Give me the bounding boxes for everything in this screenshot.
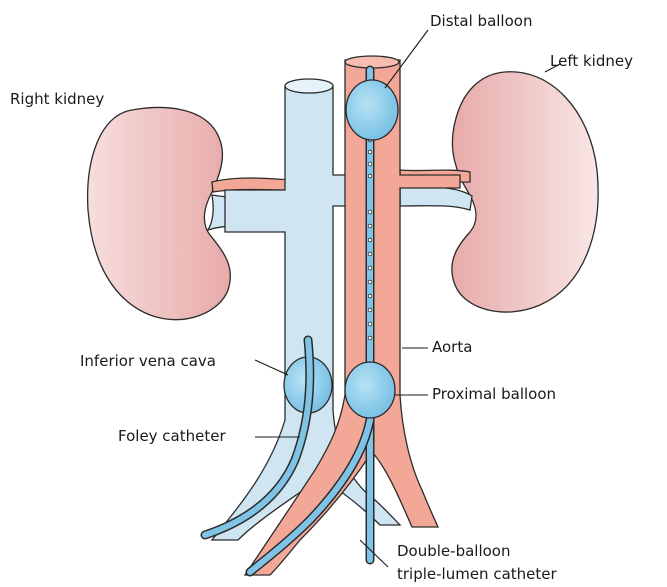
label-aorta: Aorta <box>432 338 472 356</box>
vena-cava-top-opening <box>285 79 333 93</box>
right-kidney-shape <box>88 107 231 319</box>
left-renal-vein <box>400 187 472 210</box>
label-double-balloon-line1: Double-balloon <box>397 542 510 560</box>
label-distal-balloon: Distal balloon <box>430 12 532 30</box>
label-inferior-vena-cava: Inferior vena cava <box>80 352 216 370</box>
inferior-vena-cava-leader <box>255 360 288 375</box>
distal-balloon-shape <box>346 80 398 140</box>
label-double-balloon-line2: triple-lumen catheter <box>397 565 558 583</box>
label-foley-catheter: Foley catheter <box>118 427 226 445</box>
label-proximal-balloon: Proximal balloon <box>432 385 556 403</box>
left-kidney-shape <box>452 72 598 312</box>
label-right-kidney: Right kidney <box>10 90 104 108</box>
label-left-kidney: Left kidney <box>550 52 633 70</box>
proximal-balloon-shape <box>345 362 395 418</box>
